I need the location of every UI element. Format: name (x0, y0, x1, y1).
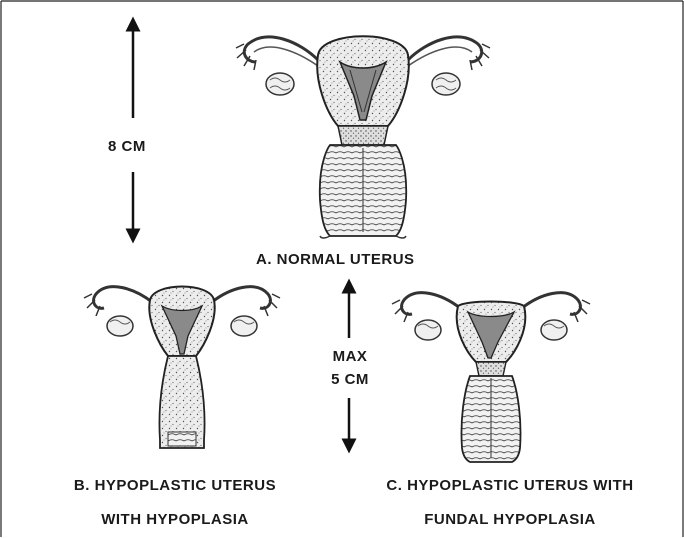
fundal-hypoplasia-illustration (392, 293, 590, 462)
label-c-line-1: C. HYPOPLASTIC UTERUS WITH (360, 469, 660, 503)
label-b-line-2: WITH HYPOPLASIA (40, 503, 310, 537)
hypoplastic-uterus-illustration (84, 287, 280, 449)
label-hypoplastic-uterus: B. HYPOPLASTIC UTERUS WITH HYPOPLASIA (40, 469, 310, 537)
label-b-line-1: B. HYPOPLASTIC UTERUS (40, 469, 310, 503)
max-length-value: 5 CM (325, 368, 375, 391)
hypoplastic-length-label: MAX 5 CM (325, 345, 375, 391)
label-c-line-2: FUNDAL HYPOPLASIA (360, 503, 660, 537)
normal-uterus-illustration (236, 36, 490, 238)
label-fundal-hypoplasia: C. HYPOPLASTIC UTERUS WITH FUNDAL HYPOPL… (360, 469, 660, 537)
label-normal-uterus: A. NORMAL UTERUS (256, 251, 415, 268)
normal-length-label: 8 CM (108, 138, 146, 155)
max-label: MAX (325, 345, 375, 368)
